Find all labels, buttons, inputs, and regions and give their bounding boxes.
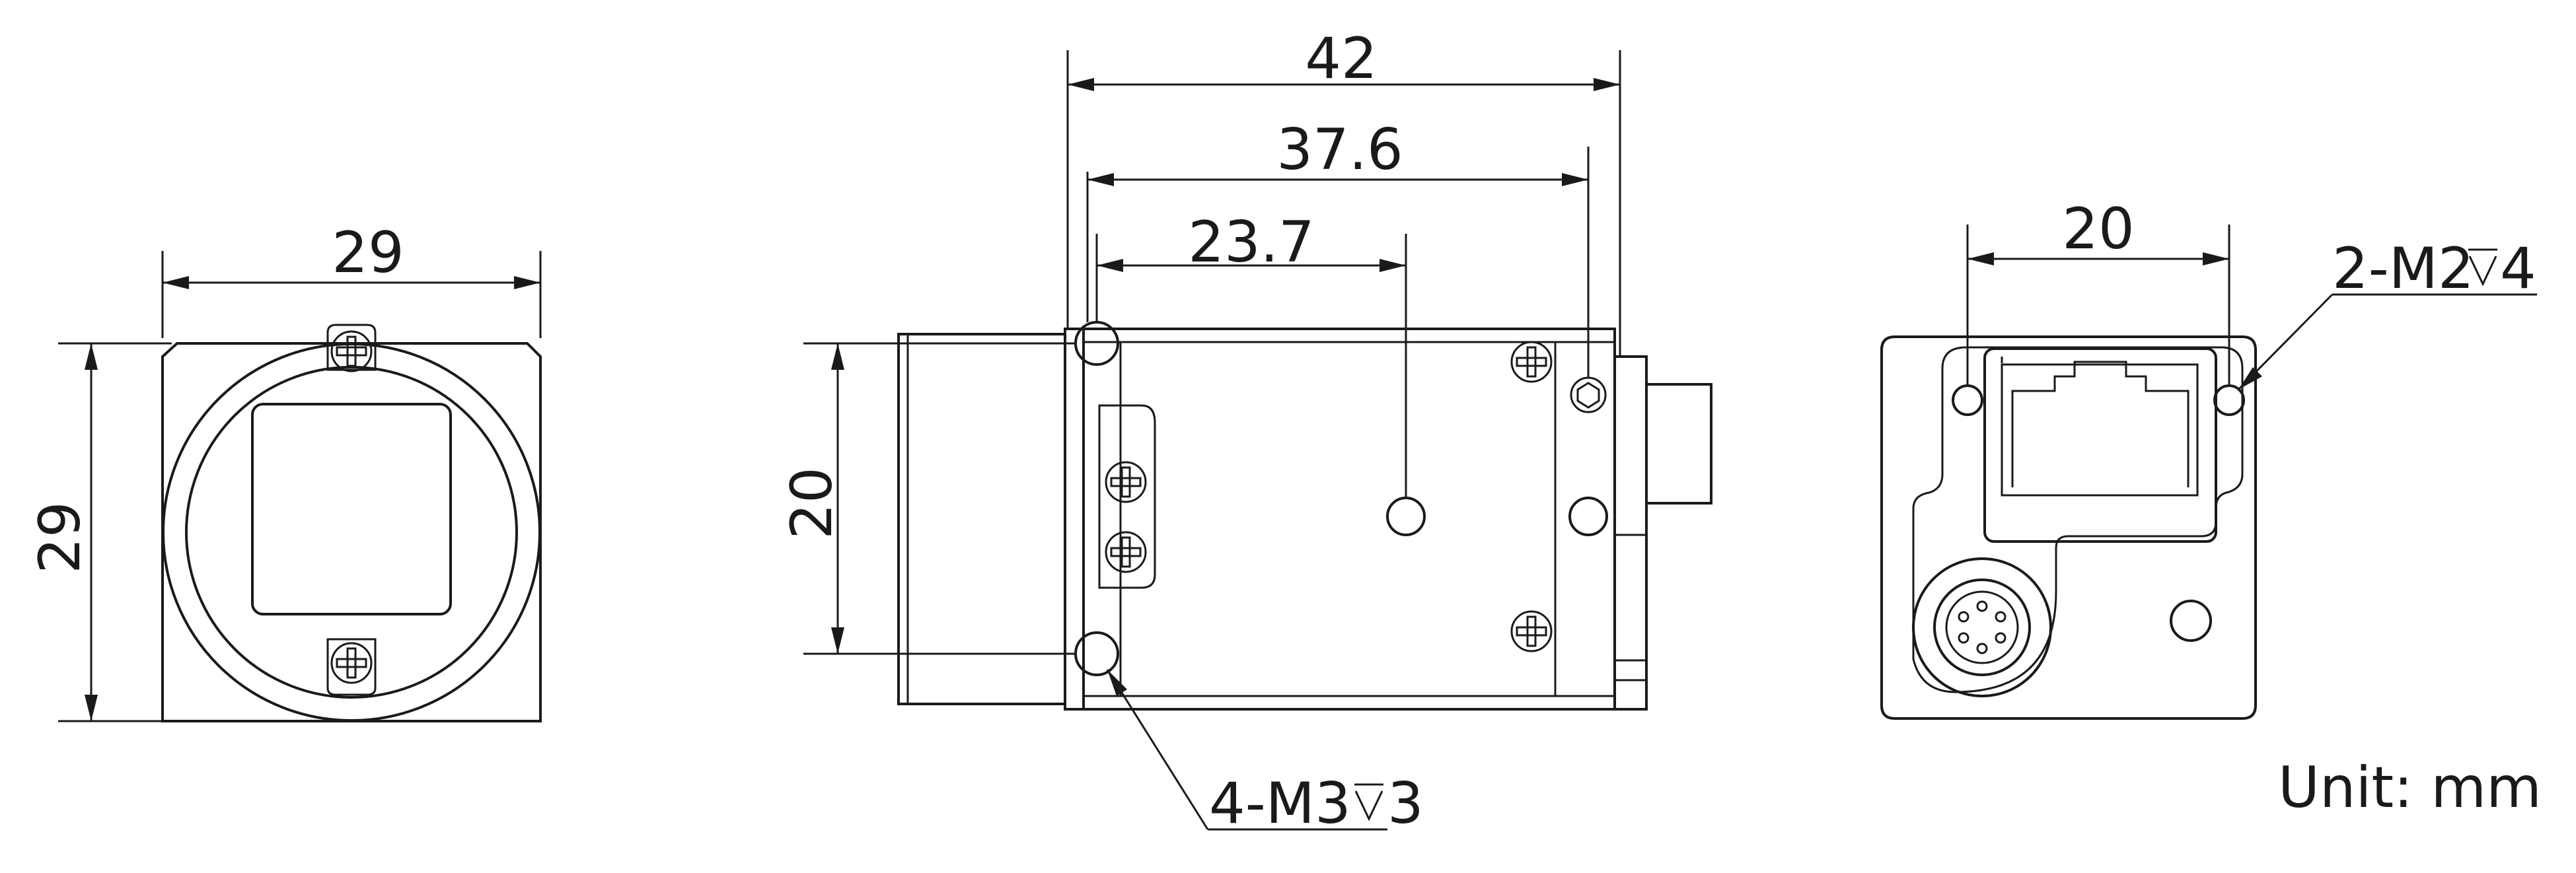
rear-callout-depth: 4 xyxy=(2500,236,2536,302)
depth-symbol-icon xyxy=(2468,248,2497,287)
screw-icon xyxy=(1510,341,1553,383)
center-hole-dim-label: 23.7 xyxy=(1188,209,1314,275)
rear-view: 20 2-M2 4 xyxy=(1880,196,2537,720)
side-hole-spacing-dim-label: 20 xyxy=(779,467,845,539)
io-connector xyxy=(1912,557,2052,697)
rear-callout-label: 2-M2 xyxy=(2332,236,2474,302)
side-callout-label: 4-M3 xyxy=(1209,771,1351,837)
screw-icon xyxy=(330,330,373,372)
mount-hole xyxy=(1074,631,1119,676)
side-thread-callout: 4-M3 3 xyxy=(1209,771,1424,837)
screw-icon xyxy=(1510,610,1553,652)
ethernet-port-icon xyxy=(2011,361,2190,487)
screw-icon xyxy=(1105,461,1147,503)
screw-icon xyxy=(1105,531,1147,573)
side-callout-depth: 3 xyxy=(1387,771,1424,837)
mount-hole xyxy=(2213,384,2245,416)
overall-length-dim-label: 42 xyxy=(1305,26,1377,92)
rear-hole-dim-label: 37.6 xyxy=(1276,117,1403,183)
status-led xyxy=(2170,600,2212,642)
screw-icon xyxy=(330,642,373,684)
side-view: 42 37.6 23.7 20 4-M3 3 xyxy=(779,26,1712,837)
rear-thread-callout: 2-M2 4 xyxy=(2332,236,2536,302)
hex-bolt-icon xyxy=(1576,382,1600,409)
front-width-dim-label: 29 xyxy=(332,220,404,286)
rear-hole-spacing-dim-label: 20 xyxy=(2062,196,2134,262)
unit-label: Unit: mm xyxy=(2278,755,2542,821)
depth-symbol-icon xyxy=(1354,783,1383,821)
front-height-dim-label: 29 xyxy=(27,501,93,573)
mount-hole xyxy=(1568,497,1608,536)
front-view: 29 29 xyxy=(27,220,542,722)
ethernet-port xyxy=(1983,347,2217,543)
mount-hole xyxy=(1386,497,1426,536)
mount-hole xyxy=(1952,384,1983,416)
